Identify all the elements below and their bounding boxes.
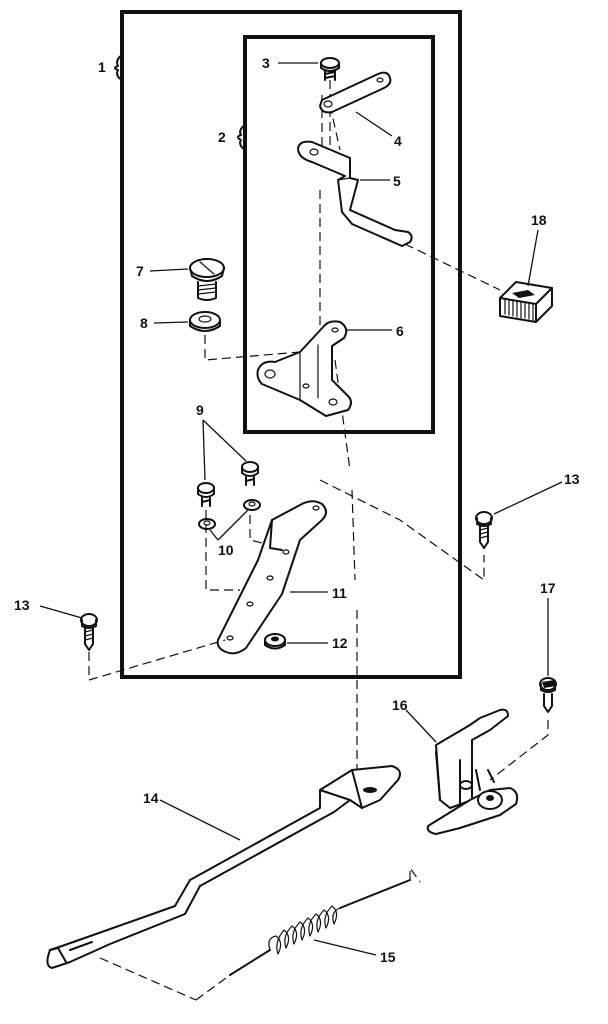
part-8-washer	[189, 311, 221, 332]
part-4-plate	[319, 71, 392, 114]
label-8: 8	[140, 315, 148, 331]
label-10: 10	[218, 542, 234, 558]
leader-7	[149, 268, 189, 272]
label-1: 1	[98, 59, 106, 75]
dash-8	[204, 335, 301, 361]
label-12: 12	[332, 635, 348, 651]
part-17-screw	[539, 677, 557, 713]
part-9-screw-a	[197, 482, 215, 507]
label-5: 5	[393, 173, 401, 189]
dash-9-10	[205, 510, 271, 591]
label-6: 6	[396, 323, 404, 339]
alignment-line-vertical	[319, 80, 358, 770]
part-6-bracket	[256, 320, 352, 417]
part-10-washer-a	[198, 518, 216, 530]
dash-18	[404, 243, 501, 291]
part-15-spring	[229, 879, 411, 976]
leader-18	[527, 229, 539, 287]
label-17: 17	[540, 580, 556, 596]
brace-1	[114, 54, 123, 81]
part-7-screw	[189, 258, 225, 301]
part-9-screw-b	[241, 461, 259, 486]
leader-13-right	[493, 481, 563, 515]
label-15: 15	[380, 949, 396, 965]
leader-8	[153, 321, 189, 324]
leader-16	[405, 709, 437, 743]
label-3: 3	[262, 55, 270, 71]
dash-13-left	[88, 639, 226, 681]
dash-13-right	[319, 479, 485, 582]
label-16: 16	[392, 697, 408, 713]
assembly-2-frame	[243, 35, 435, 434]
leader-13-left	[39, 605, 83, 619]
label-14: 14	[143, 790, 159, 806]
part-10-washer-b	[243, 499, 261, 511]
leader-15	[313, 939, 377, 956]
part-13-screw-left	[80, 613, 98, 651]
leader-14	[159, 799, 241, 841]
assembly-1-frame	[120, 10, 462, 679]
part-13-screw-right	[475, 511, 493, 549]
part-3-screw	[320, 57, 340, 81]
dash-bottom	[195, 974, 231, 1001]
label-7: 7	[136, 263, 144, 279]
part-11-bracket	[216, 500, 327, 655]
dash-17	[489, 720, 549, 781]
part-12-nut	[264, 633, 286, 650]
part-5-lever	[297, 140, 413, 247]
part-14-slide-bar	[46, 765, 401, 969]
leader-4	[355, 111, 393, 137]
label-4: 4	[394, 133, 402, 149]
label-2: 2	[218, 129, 226, 145]
label-13-right: 13	[564, 471, 580, 487]
dash-14-15	[99, 866, 421, 1001]
part-18-knob	[499, 281, 553, 323]
leader-9	[202, 419, 247, 481]
brace-2	[237, 124, 246, 151]
label-9: 9	[196, 402, 204, 418]
label-13-left: 13	[14, 597, 30, 613]
leader-10	[209, 509, 249, 541]
label-11: 11	[332, 585, 347, 601]
part-16-latch	[426, 708, 519, 835]
label-18: 18	[531, 212, 547, 228]
